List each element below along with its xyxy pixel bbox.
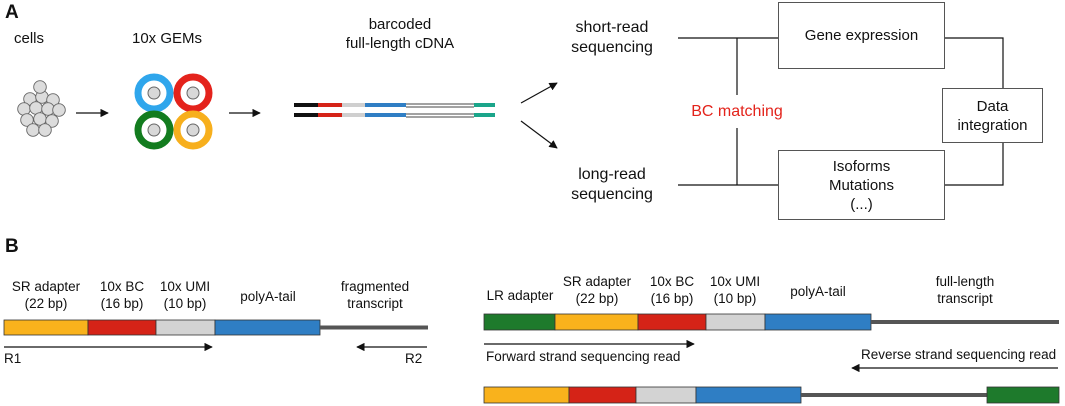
- forward-read-label: Forward strand sequencing read: [486, 349, 681, 364]
- long-read-label: long-read sequencing: [557, 165, 667, 205]
- full-length-label: full-length transcript: [920, 273, 1010, 307]
- isoforms-line2: Mutations: [828, 176, 895, 194]
- long-read-line1: long-read: [578, 166, 646, 183]
- sr-adapter-right-line2: (22 bp): [575, 291, 619, 306]
- isoforms-line3: (...): [850, 195, 873, 213]
- isoforms-line1: Isoforms: [832, 157, 891, 175]
- full-length-line1: full-length: [935, 274, 995, 289]
- umi-label-left: 10x UMI (10 bp): [150, 278, 220, 312]
- bc-left-line2: (16 bp): [100, 296, 144, 311]
- lr-construct-reverse: [483, 386, 1060, 404]
- gene-expression-box: Gene expression: [778, 2, 945, 69]
- bc-matching-label: BC matching: [691, 103, 783, 120]
- short-read-line2: sequencing: [571, 39, 653, 56]
- fragmented-line2: transcript: [347, 296, 403, 311]
- data-integration-box: Data integration: [942, 88, 1043, 143]
- lr-construct-forward: [483, 313, 1059, 331]
- workflow-connectors: [678, 37, 1004, 186]
- gem-green-icon: [134, 110, 174, 150]
- sr-adapter-label-left: SR adapter (22 bp): [0, 278, 92, 312]
- cell-cluster-icon: [17, 80, 66, 137]
- fragmented-line1: fragmented: [340, 279, 410, 294]
- gem-red-icon: [173, 73, 213, 113]
- full-length-line2: transcript: [937, 291, 993, 306]
- panel-a-label: A: [5, 2, 19, 23]
- bc-right-line1: 10x BC: [649, 274, 695, 289]
- gems-label: 10x GEMs: [132, 30, 203, 47]
- umi-left-line2: (10 bp): [163, 296, 207, 311]
- umi-left-line1: 10x UMI: [159, 279, 211, 294]
- isoforms-box: Isoforms Mutations (...): [778, 150, 945, 220]
- long-read-line2: sequencing: [571, 186, 653, 203]
- fragmented-label: fragmented transcript: [330, 278, 420, 312]
- short-read-label: short-read sequencing: [557, 18, 667, 58]
- sr-adapter-label-right: SR adapter (22 bp): [553, 273, 641, 307]
- gem-blue-icon: [134, 73, 174, 113]
- short-read-line1: short-read: [575, 19, 649, 36]
- data-integration-line2: integration: [957, 116, 1028, 134]
- bc-left-line1: 10x BC: [99, 279, 145, 294]
- sr-adapter-right-line1: SR adapter: [562, 274, 632, 289]
- cdna-label: barcoded full-length cDNA: [330, 15, 470, 53]
- cells-label: cells: [14, 30, 45, 47]
- sr-adapter-left-line2: (22 bp): [24, 296, 68, 311]
- cdna-label-line1: barcoded: [368, 16, 432, 33]
- r2-label: R2: [405, 351, 423, 366]
- bc-label-right: 10x BC (16 bp): [638, 273, 706, 307]
- bc-right-line2: (16 bp): [650, 291, 694, 306]
- polya-label-left: polyA-tail: [240, 289, 296, 304]
- umi-label-right: 10x UMI (10 bp): [700, 273, 770, 307]
- umi-right-line1: 10x UMI: [709, 274, 761, 289]
- sr-adapter-left-line1: SR adapter: [11, 279, 81, 294]
- r1-label: R1: [4, 351, 22, 366]
- sr-construct: [3, 319, 428, 336]
- cdna-label-line2: full-length cDNA: [345, 35, 455, 52]
- cdna-molecule-top: [294, 103, 495, 108]
- cdna-molecule-bottom: [294, 113, 495, 118]
- umi-right-line2: (10 bp): [713, 291, 757, 306]
- reverse-read-label: Reverse strand sequencing read: [861, 347, 1057, 362]
- bc-label-left: 10x BC (16 bp): [88, 278, 156, 312]
- arrow-to-long-read: [520, 120, 558, 149]
- arrow-to-short-read: [520, 82, 558, 104]
- polya-label-right: polyA-tail: [790, 284, 846, 299]
- gem-orange-icon: [173, 110, 213, 150]
- data-integration-line1: Data: [976, 97, 1009, 115]
- panel-b-label: B: [5, 236, 19, 257]
- lr-adapter-label: LR adapter: [486, 288, 554, 303]
